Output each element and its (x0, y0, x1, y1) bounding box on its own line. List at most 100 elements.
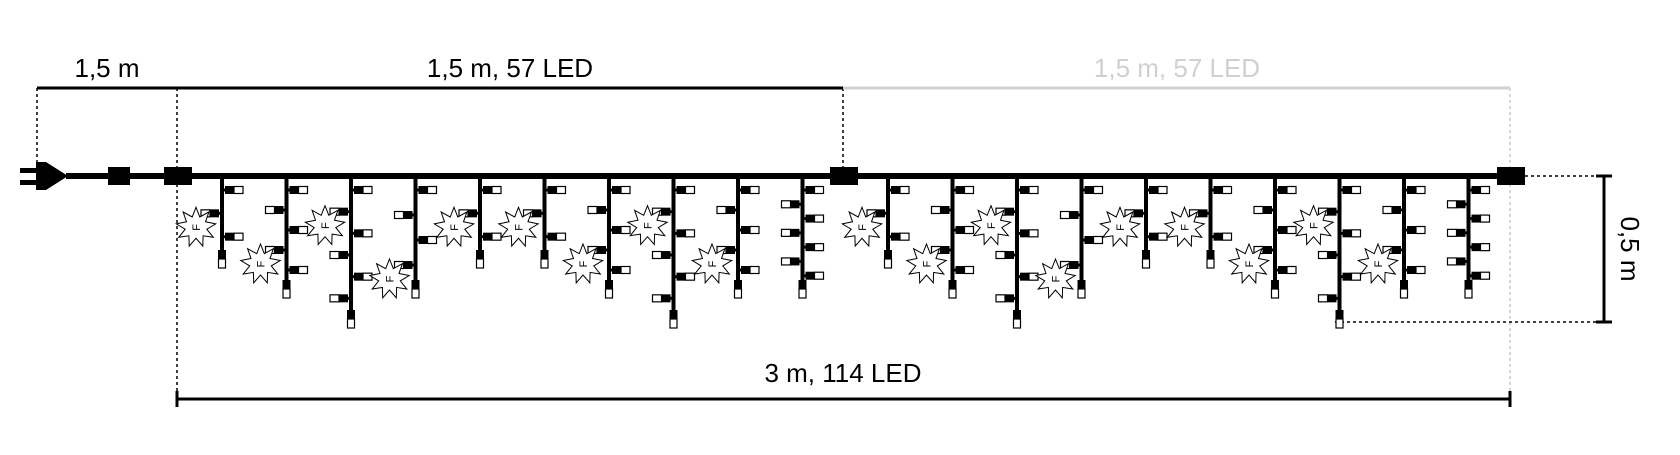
led-bottom (1399, 280, 1409, 299)
led-bulb (362, 185, 373, 195)
led-side (1213, 232, 1233, 241)
led-side (1317, 294, 1337, 303)
plug-icon (20, 162, 68, 190)
led-side (891, 232, 910, 241)
led-socket (354, 186, 363, 194)
led-socket (1327, 207, 1337, 216)
label-segment-2: 1,5 m, 57 LED (1094, 53, 1260, 83)
led-bulb (780, 257, 792, 266)
led-bottom (1077, 280, 1086, 299)
led-socket (605, 280, 613, 289)
led-socket (1342, 186, 1352, 194)
led-side (805, 243, 825, 252)
led-bulb (297, 265, 309, 275)
led-side (780, 200, 800, 209)
led-bulb (813, 185, 825, 195)
led-side (483, 185, 502, 195)
icicle-strand (1446, 176, 1491, 299)
flash-burst (1034, 257, 1077, 300)
led-bulb (963, 185, 975, 195)
led-side (1471, 271, 1491, 280)
icicle-strand: F (1163, 176, 1233, 269)
led-socket (540, 250, 549, 259)
led-socket (354, 229, 363, 238)
led-socket (274, 246, 284, 254)
led-side (955, 225, 975, 235)
led-side (547, 232, 567, 241)
led-bulb (362, 229, 373, 238)
led-side (955, 265, 975, 275)
flash-letter: F (1180, 224, 1192, 231)
led-bulb (995, 250, 1006, 260)
flash-led-icon: F (905, 242, 948, 285)
flash-led-icon: F (1098, 205, 1142, 248)
led-bottom (798, 280, 807, 299)
led-socket (339, 294, 348, 303)
led-bulb (1317, 250, 1329, 260)
led-side (289, 185, 309, 195)
flash-led-icon: F (174, 205, 218, 248)
led-bottom (1141, 250, 1151, 269)
led-socket (661, 207, 671, 216)
led-socket (1456, 257, 1466, 266)
led-bulb (780, 200, 792, 209)
flash-letter: F (449, 224, 461, 231)
flash-burst (432, 205, 476, 248)
led-socket (532, 209, 542, 218)
led-bulb (684, 272, 696, 281)
flash-letter: F (857, 224, 869, 231)
led-socket (1069, 211, 1079, 219)
led-socket (1407, 186, 1416, 194)
led-socket (661, 294, 671, 303)
led-side (741, 265, 760, 275)
led-socket (289, 186, 299, 194)
led-socket (289, 226, 299, 234)
icicle-strand: F (905, 176, 975, 299)
led-bulb (393, 210, 405, 220)
led-socket (418, 186, 428, 194)
icicle-strand: F (239, 176, 309, 299)
led-socket (940, 246, 950, 254)
led-side (651, 294, 671, 303)
led-bulb (555, 232, 567, 241)
flash-burst (368, 257, 411, 300)
led-bulb (411, 288, 420, 299)
led-socket (1335, 310, 1344, 319)
led-socket (483, 186, 492, 194)
led-socket (612, 186, 621, 194)
led-bottom (1335, 310, 1344, 329)
led-socket (948, 280, 957, 289)
led-bulb (1157, 185, 1168, 195)
led-side (780, 228, 800, 237)
icicle-strand: F (1098, 176, 1168, 269)
led-bulb (1415, 225, 1426, 235)
led-side (418, 185, 438, 195)
led-bulb (684, 185, 696, 195)
flash-letter: F (514, 224, 526, 231)
icicle-strand (780, 176, 825, 299)
led-bottom (948, 280, 957, 299)
led-socket (282, 280, 291, 289)
led-socket (661, 251, 671, 259)
flash-led-icon: F (239, 242, 282, 285)
led-bottom (346, 310, 356, 329)
led-bulb (1221, 185, 1233, 195)
led-socket (726, 206, 735, 214)
led-side (393, 210, 413, 220)
led-socket (1464, 280, 1473, 289)
led-socket (1198, 209, 1208, 218)
led-bulb (329, 250, 340, 260)
led-socket (1263, 206, 1272, 214)
led-side (1084, 185, 1104, 195)
led-bulb (1028, 272, 1039, 281)
led-socket (1069, 261, 1079, 269)
led-bulb (233, 185, 244, 195)
led-socket (1149, 186, 1158, 194)
led-bulb (297, 185, 309, 195)
led-bulb (963, 225, 975, 235)
led-socket (1149, 232, 1158, 241)
led-socket (476, 250, 484, 259)
led-socket (741, 186, 750, 194)
led-side (1342, 229, 1362, 238)
